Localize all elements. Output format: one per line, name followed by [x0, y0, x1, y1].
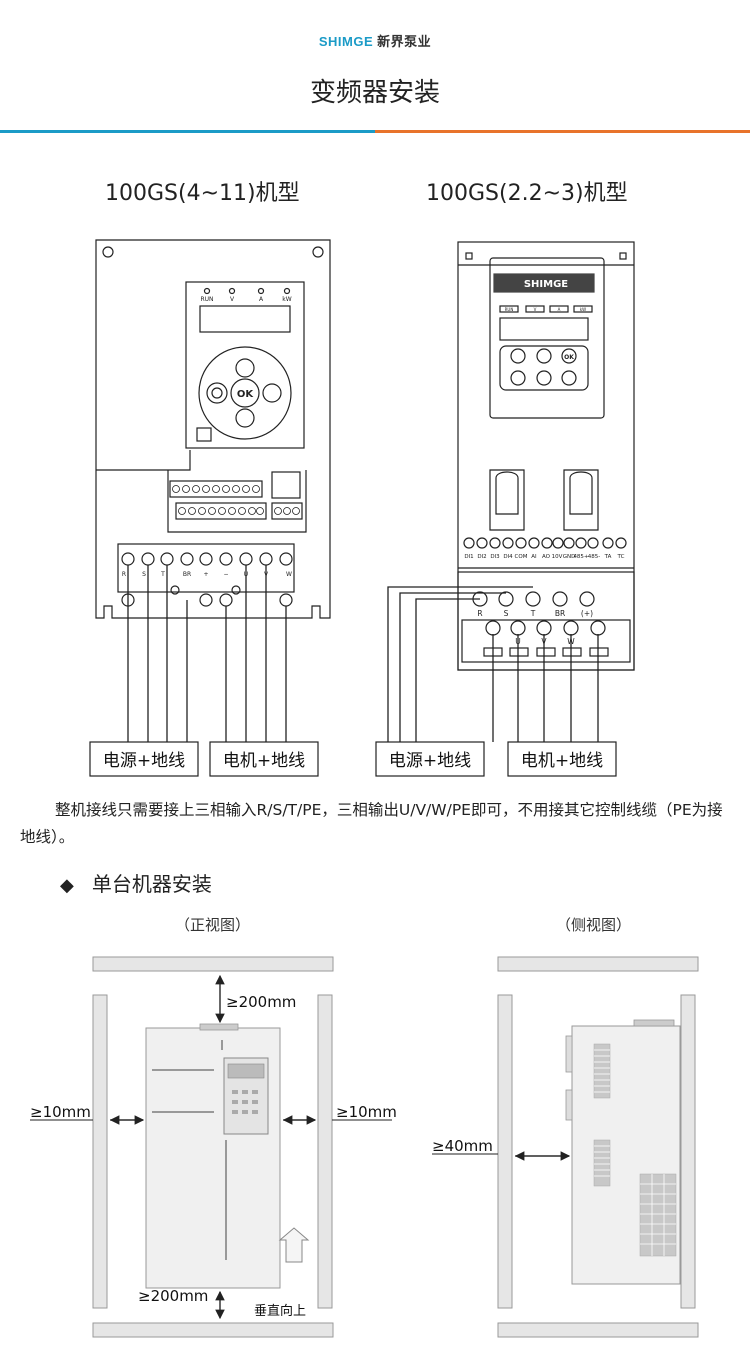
- left-indicator-run: RUN: [200, 296, 213, 303]
- left-terminal-s: S: [142, 571, 146, 578]
- right-model-title: 100GS(2.2~3)机型: [426, 181, 628, 206]
- header-rule-blue: [0, 130, 375, 133]
- left-terminal-br: BR: [183, 571, 191, 578]
- left-terminal-minus: −: [223, 571, 228, 578]
- right-terminal-u: U: [515, 637, 521, 646]
- right-indicator-run: RUN: [505, 307, 514, 312]
- left-indicator-kw: kW: [282, 296, 291, 303]
- front-view: [30, 956, 392, 1338]
- left-terminal-w: W: [286, 571, 292, 578]
- right-ctrl-di4: DI4: [503, 554, 513, 560]
- wiring-diagrams: RUN V A kW OK R S T BR + − U V W 电源+地线 电…: [89, 239, 635, 777]
- right-indicator-kw: kW: [580, 307, 586, 312]
- right-ctrl-com: COM: [515, 554, 528, 560]
- right-indicator-v: V: [534, 307, 537, 312]
- right-device: [375, 241, 635, 777]
- left-motor-label: 电机+地线: [223, 751, 305, 771]
- left-indicator-a: A: [259, 296, 264, 303]
- right-device-brand: SHIMGE: [524, 279, 568, 290]
- right-terminal-br: BR: [555, 609, 565, 618]
- right-ctrl-485p: 485+: [573, 554, 588, 560]
- front-view-label: （正视图）: [175, 916, 251, 934]
- left-clearance-label: ≥10mm: [30, 1103, 91, 1121]
- right-terminal-s: S: [504, 609, 509, 618]
- right-terminal-v: V: [541, 637, 547, 646]
- side-view: [432, 956, 699, 1338]
- rear-clearance-label: ≥40mm: [432, 1137, 493, 1155]
- left-terminal-t: T: [160, 571, 165, 578]
- header-rule-orange: [375, 130, 750, 133]
- section-heading: ◆ 单台机器安装: [60, 868, 212, 897]
- brand-logo-en: SHIMGE: [318, 34, 374, 49]
- right-ok-key: OK: [564, 354, 574, 361]
- left-terminal-u: U: [244, 571, 248, 578]
- section-title: 单台机器安装: [91, 872, 212, 896]
- brand-logo-cn: 新界泵业: [377, 35, 432, 50]
- left-terminal-v: V: [264, 571, 269, 578]
- right-ctrl-ta: TA: [604, 554, 612, 560]
- right-indicator-a: A: [558, 307, 561, 312]
- right-ctrl-di3: DI3: [490, 554, 500, 560]
- right-terminal-r: R: [477, 609, 482, 618]
- bottom-clearance-label: ≥200mm: [138, 1287, 208, 1305]
- left-model-title: 100GS(4~11)机型: [105, 181, 300, 206]
- top-clearance-label: ≥200mm: [226, 993, 296, 1011]
- right-power-label: 电源+地线: [389, 751, 471, 771]
- right-clearance-label: ≥10mm: [336, 1103, 397, 1121]
- right-motor-label: 电机+地线: [521, 751, 603, 771]
- side-view-label: （侧视图）: [556, 916, 632, 934]
- right-ctrl-485n: 485-: [588, 554, 600, 560]
- right-ctrl-tc: TC: [617, 554, 625, 560]
- left-terminal-r: R: [122, 571, 126, 578]
- vertical-up-note: 垂直向上: [254, 1303, 306, 1319]
- left-indicator-v: V: [230, 296, 235, 303]
- left-device: [89, 239, 331, 777]
- wiring-description: 整机接线只需要接上三相输入R/S/T/PE，三相输出U/V/W/PE即可，不用接…: [20, 801, 723, 846]
- page-title: 变频器安装: [309, 78, 440, 108]
- left-ok-key: OK: [237, 389, 255, 400]
- diamond-bullet-icon: ◆: [60, 875, 74, 896]
- installation-diagrams: ≥200mm ≥10mm ≥10mm ≥200mm 垂直向上: [30, 956, 699, 1338]
- left-terminal-plus: +: [203, 571, 208, 578]
- right-ctrl-di1: DI1: [464, 554, 473, 560]
- right-terminal-w: W: [567, 637, 575, 646]
- right-ctrl-di2: DI2: [477, 554, 486, 560]
- right-ctrl-gnd: GND: [563, 554, 576, 560]
- right-terminal-t: T: [530, 609, 536, 618]
- right-ctrl-ai: AI: [531, 554, 537, 560]
- right-terminal-plus: (+): [581, 609, 593, 618]
- right-ctrl-ao: AO: [542, 554, 551, 560]
- left-power-label: 电源+地线: [103, 751, 185, 771]
- right-ctrl-10v: 10V: [552, 554, 563, 560]
